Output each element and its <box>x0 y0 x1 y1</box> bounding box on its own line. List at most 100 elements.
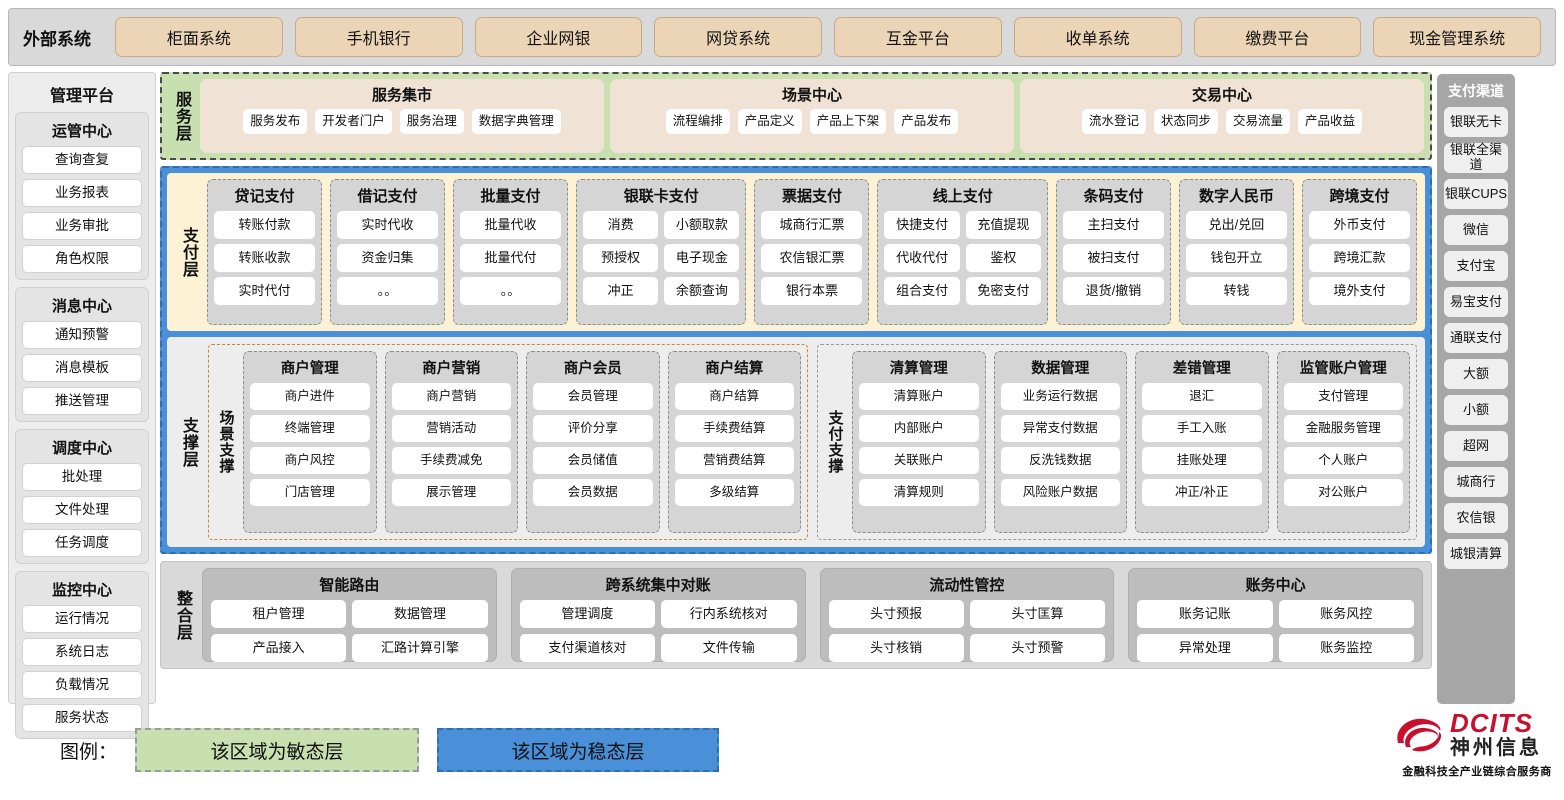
integration-item[interactable]: 租户管理 <box>211 600 347 628</box>
payment-item[interactable]: 快捷支付 <box>884 211 960 239</box>
integration-item[interactable]: 头寸预警 <box>969 634 1106 662</box>
payment-item[interactable]: 跨境汇款 <box>1308 244 1410 272</box>
support-item[interactable]: 会员储值 <box>533 447 653 474</box>
management-item[interactable]: 业务报表 <box>22 179 142 207</box>
support-item[interactable]: 业务运行数据 <box>1000 383 1120 410</box>
payment-channel-item[interactable]: 大额 <box>1444 359 1508 389</box>
support-item[interactable]: 异常支付数据 <box>1000 415 1120 442</box>
payment-item[interactable]: 余额查询 <box>664 277 740 305</box>
payment-item[interactable]: 主扫支付 <box>1063 211 1164 239</box>
payment-item[interactable]: 境外支付 <box>1308 277 1410 305</box>
payment-channel-item[interactable]: 银联全渠道 <box>1444 142 1508 173</box>
payment-item[interactable]: 组合支付 <box>884 277 960 305</box>
support-item[interactable]: 会员数据 <box>533 479 653 506</box>
payment-item[interactable]: 。。 <box>459 277 561 305</box>
payment-channel-item[interactable]: 微信 <box>1444 215 1508 245</box>
external-system-item[interactable]: 互金平台 <box>834 17 1002 57</box>
integration-item[interactable]: 支付渠道核对 <box>519 634 656 662</box>
payment-item[interactable]: 批量代收 <box>459 211 561 239</box>
payment-item[interactable]: 转账付款 <box>214 211 315 239</box>
payment-item[interactable]: 批量代付 <box>459 244 561 272</box>
payment-item[interactable]: 农信银汇票 <box>761 244 863 272</box>
integration-item[interactable]: 头寸匡算 <box>969 600 1106 628</box>
support-item[interactable]: 挂账处理 <box>1142 447 1262 474</box>
payment-item[interactable]: 冲正 <box>582 277 659 305</box>
payment-channel-item[interactable]: 农信银 <box>1444 503 1508 533</box>
management-item[interactable]: 查询查复 <box>22 146 142 174</box>
payment-item[interactable]: 鉴权 <box>965 244 1041 272</box>
service-item[interactable]: 产品定义 <box>737 109 802 134</box>
support-item[interactable]: 支付管理 <box>1283 383 1403 410</box>
payment-channel-item[interactable]: 银联CUPS <box>1444 179 1508 209</box>
management-item[interactable]: 角色权限 <box>22 245 142 273</box>
payment-channel-item[interactable]: 易宝支付 <box>1444 287 1508 317</box>
support-item[interactable]: 对公账户 <box>1283 479 1403 506</box>
external-system-item[interactable]: 现金管理系统 <box>1373 17 1541 57</box>
management-item[interactable]: 文件处理 <box>22 496 142 524</box>
management-item[interactable]: 消息模板 <box>22 354 142 382</box>
support-item[interactable]: 手续费减免 <box>391 447 511 474</box>
support-item[interactable]: 清算规则 <box>859 479 979 506</box>
payment-item[interactable]: 转账收款 <box>214 244 315 272</box>
integration-item[interactable]: 管理调度 <box>519 600 656 628</box>
payment-item[interactable]: 退货/撤销 <box>1063 277 1164 305</box>
support-item[interactable]: 金融服务管理 <box>1283 415 1403 442</box>
payment-item[interactable]: 外币支付 <box>1308 211 1410 239</box>
support-item[interactable]: 内部账户 <box>859 415 979 442</box>
support-item[interactable]: 终端管理 <box>250 415 370 442</box>
support-item[interactable]: 手工入账 <box>1142 415 1262 442</box>
payment-item[interactable]: 转钱 <box>1185 277 1287 305</box>
payment-item[interactable]: 被扫支付 <box>1063 244 1164 272</box>
integration-item[interactable]: 头寸核销 <box>828 634 964 662</box>
support-item[interactable]: 营销活动 <box>391 415 511 442</box>
payment-channel-item[interactable]: 银联无卡 <box>1444 107 1508 137</box>
payment-item[interactable]: 。。 <box>336 277 438 305</box>
service-item[interactable]: 服务治理 <box>399 109 464 134</box>
integration-item[interactable]: 账务风控 <box>1278 600 1414 628</box>
management-item[interactable]: 运行情况 <box>22 605 142 633</box>
support-item[interactable]: 手续费结算 <box>674 415 794 442</box>
payment-item[interactable]: 实时代付 <box>214 277 315 305</box>
service-item[interactable]: 流程编排 <box>665 109 730 134</box>
integration-item[interactable]: 异常处理 <box>1137 634 1273 662</box>
external-system-item[interactable]: 企业网银 <box>474 17 643 57</box>
integration-item[interactable]: 汇路计算引擎 <box>352 634 488 662</box>
payment-channel-item[interactable]: 通联支付 <box>1444 323 1508 353</box>
support-item[interactable]: 商户结算 <box>674 383 794 410</box>
payment-item[interactable]: 充值提现 <box>965 211 1041 239</box>
service-item[interactable]: 服务发布 <box>243 109 308 134</box>
management-item[interactable]: 推送管理 <box>22 387 142 415</box>
payment-item[interactable]: 免密支付 <box>965 277 1041 305</box>
support-item[interactable]: 多级结算 <box>674 479 794 506</box>
support-item[interactable]: 营销费结算 <box>674 447 794 474</box>
payment-channel-item[interactable]: 超网 <box>1444 431 1508 461</box>
external-system-item[interactable]: 手机银行 <box>294 17 463 57</box>
payment-item[interactable]: 代收代付 <box>884 244 960 272</box>
support-item[interactable]: 展示管理 <box>391 479 511 506</box>
management-item[interactable]: 业务审批 <box>22 212 142 240</box>
management-item[interactable]: 服务状态 <box>22 704 142 732</box>
external-system-item[interactable]: 网贷系统 <box>654 17 822 57</box>
payment-item[interactable]: 预授权 <box>582 244 659 272</box>
payment-item[interactable]: 实时代收 <box>336 211 438 239</box>
payment-item[interactable]: 城商行汇票 <box>761 211 863 239</box>
support-item[interactable]: 清算账户 <box>859 383 979 410</box>
external-system-item[interactable]: 柜面系统 <box>115 17 283 57</box>
payment-item[interactable]: 兑出/兑回 <box>1185 211 1287 239</box>
service-item[interactable]: 产品上下架 <box>809 109 887 134</box>
payment-channel-item[interactable]: 小额 <box>1444 395 1508 425</box>
integration-item[interactable]: 账务记账 <box>1137 600 1273 628</box>
management-item[interactable]: 系统日志 <box>22 638 142 666</box>
payment-item[interactable]: 银行本票 <box>761 277 863 305</box>
support-item[interactable]: 评价分享 <box>533 415 653 442</box>
service-item[interactable]: 交易流量 <box>1226 109 1291 134</box>
support-item[interactable]: 商户风控 <box>250 447 370 474</box>
integration-item[interactable]: 文件传输 <box>661 634 797 662</box>
integration-item[interactable]: 账务监控 <box>1278 634 1414 662</box>
payment-item[interactable]: 钱包开立 <box>1185 244 1287 272</box>
integration-item[interactable]: 行内系统核对 <box>661 600 797 628</box>
payment-channel-item[interactable]: 城商行 <box>1444 467 1508 497</box>
support-item[interactable]: 门店管理 <box>250 479 370 506</box>
payment-item[interactable]: 消费 <box>582 211 659 239</box>
integration-item[interactable]: 数据管理 <box>352 600 488 628</box>
